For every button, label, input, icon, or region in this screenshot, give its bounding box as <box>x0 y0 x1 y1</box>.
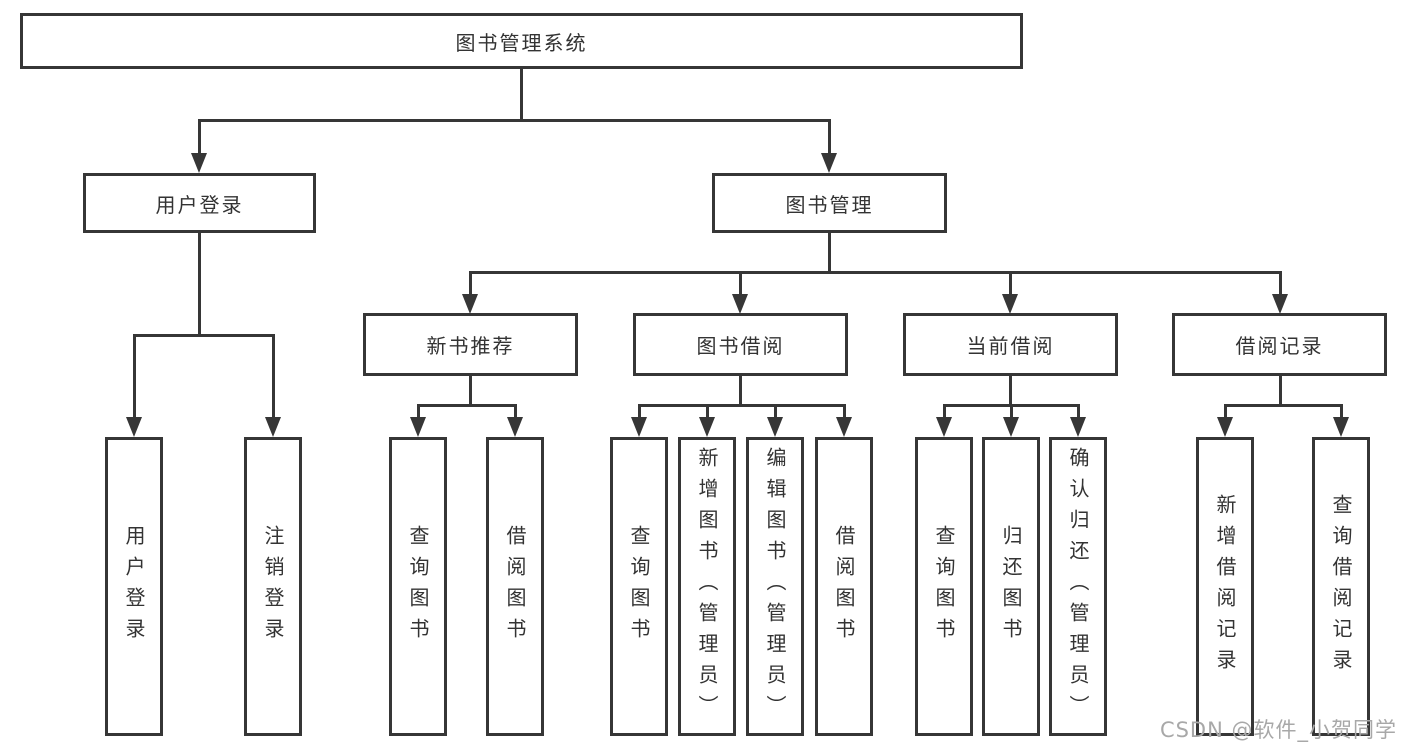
connector-line <box>638 404 641 420</box>
leaf-confirm-return-admin: 确认归还（管理员） <box>1049 437 1107 736</box>
connector-line <box>1010 404 1013 420</box>
arrow-down <box>265 417 281 437</box>
connector-line <box>469 376 472 407</box>
connector-line <box>828 233 831 274</box>
arrow-down <box>1217 417 1233 437</box>
connector-line <box>133 334 275 337</box>
connector-line <box>417 404 517 407</box>
arrow-down <box>1002 294 1018 314</box>
leaf-query-borrow-record-label: 查询借阅记录 <box>1329 493 1353 680</box>
leaf-user-login-label: 用户登录 <box>122 524 146 649</box>
arrow-down <box>631 417 647 437</box>
arrow-down <box>732 294 748 314</box>
leaf-add-borrow-record: 新增借阅记录 <box>1196 437 1254 736</box>
arrow-down <box>191 153 207 173</box>
leaf-borrow-books-1-label: 借阅图书 <box>503 524 527 649</box>
connector-line <box>706 404 709 420</box>
connector-line <box>133 334 136 419</box>
box-root-system: 图书管理系统 <box>20 13 1023 69</box>
leaf-edit-books-admin: 编辑图书（管理员） <box>746 437 804 736</box>
leaf-add-books-admin-label: 新增图书（管理员） <box>695 447 719 726</box>
connector-line <box>1224 404 1343 407</box>
leaf-query-borrow-record: 查询借阅记录 <box>1312 437 1370 736</box>
box-book-borrow: 图书借阅 <box>633 313 848 376</box>
connector-line <box>774 404 777 420</box>
leaf-user-login: 用户登录 <box>105 437 163 736</box>
leaf-borrow-books-2: 借阅图书 <box>815 437 873 736</box>
box-book-management: 图书管理 <box>712 173 947 233</box>
connector-line <box>1279 376 1282 407</box>
connector-line <box>843 404 846 420</box>
leaf-return-books: 归还图书 <box>982 437 1040 736</box>
leaf-add-borrow-record-label: 新增借阅记录 <box>1213 493 1237 680</box>
connector-line <box>943 404 946 420</box>
connector-line <box>272 334 275 419</box>
leaf-return-books-label: 归还图书 <box>999 524 1023 649</box>
arrow-down <box>462 294 478 314</box>
arrow-down <box>1272 294 1288 314</box>
current-borrow-label: 当前借阅 <box>966 334 1055 358</box>
new-book-recommend-label: 新书推荐 <box>426 334 515 358</box>
csdn-watermark: CSDN @软件_小贺同学 <box>1159 718 1397 742</box>
arrow-down <box>821 153 837 173</box>
arrow-down <box>1003 417 1019 437</box>
connector-line <box>198 119 831 122</box>
box-current-borrow: 当前借阅 <box>903 313 1118 376</box>
leaf-query-books-2-label: 查询图书 <box>627 524 651 649</box>
connector-line <box>198 233 201 337</box>
connector-line <box>514 404 517 420</box>
arrow-down <box>1333 417 1349 437</box>
leaf-logout-label: 注销登录 <box>261 524 285 649</box>
arrow-down <box>507 417 523 437</box>
connector-line <box>1009 271 1012 296</box>
box-user-login: 用户登录 <box>83 173 316 233</box>
connector-line <box>828 119 831 155</box>
connector-line <box>638 404 846 407</box>
arrow-down <box>126 417 142 437</box>
connector-line <box>739 271 742 296</box>
connector-line <box>1077 404 1080 420</box>
arrow-down <box>836 417 852 437</box>
arrow-down <box>699 417 715 437</box>
arrow-down <box>767 417 783 437</box>
connector-line <box>739 376 742 407</box>
book-management-label: 图书管理 <box>785 192 874 217</box>
arrow-down <box>1070 417 1086 437</box>
leaf-confirm-return-admin-label: 确认归还（管理员） <box>1066 447 1090 726</box>
leaf-borrow-books-1: 借阅图书 <box>486 437 544 736</box>
box-new-book-recommend: 新书推荐 <box>363 313 578 376</box>
user-login-label: 用户登录 <box>155 192 244 217</box>
connector-line <box>1224 404 1227 420</box>
leaf-add-books-admin: 新增图书（管理员） <box>678 437 736 736</box>
book-borrow-label: 图书借阅 <box>696 334 785 358</box>
connector-line <box>198 119 201 155</box>
leaf-query-books-3-label: 查询图书 <box>932 524 956 649</box>
leaf-query-books-2: 查询图书 <box>610 437 668 736</box>
arrow-down <box>936 417 952 437</box>
borrow-records-label: 借阅记录 <box>1235 334 1324 358</box>
connector-line <box>1009 376 1012 407</box>
leaf-logout: 注销登录 <box>244 437 302 736</box>
leaf-edit-books-admin-label: 编辑图书（管理员） <box>763 447 787 726</box>
connector-line <box>469 271 472 296</box>
leaf-query-books-1: 查询图书 <box>389 437 447 736</box>
leaf-query-books-3: 查询图书 <box>915 437 973 736</box>
arrow-down <box>410 417 426 437</box>
box-borrow-records: 借阅记录 <box>1172 313 1387 376</box>
root-system-label: 图书管理系统 <box>455 30 588 55</box>
connector-line <box>417 404 420 420</box>
leaf-query-books-1-label: 查询图书 <box>406 524 430 649</box>
connector-line <box>520 69 523 121</box>
connector-line <box>1340 404 1343 420</box>
leaf-borrow-books-2-label: 借阅图书 <box>832 524 856 649</box>
connector-line <box>1279 271 1282 296</box>
connector-line <box>469 271 1282 274</box>
